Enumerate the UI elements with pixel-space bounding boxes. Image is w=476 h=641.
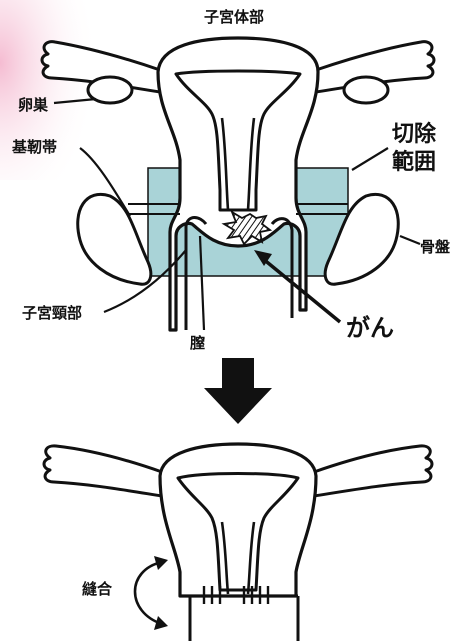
label-vagina: 膣: [190, 332, 205, 353]
label-cervix: 子宮頸部: [22, 302, 82, 323]
bottom-right-tube: [314, 446, 432, 496]
label-pelvis: 骨盤: [420, 236, 450, 257]
label-suture: 縫合: [82, 578, 112, 599]
bottom-left-tube: [44, 446, 162, 496]
down-arrow-icon: [204, 358, 272, 424]
label-uterus-body: 子宮体部: [204, 6, 264, 27]
suture-arrow: [135, 556, 168, 630]
left-pelvis: [78, 194, 151, 284]
right-ovary: [344, 77, 388, 103]
label-cancer: がん: [346, 308, 394, 343]
label-ligament: 基靭帯: [12, 136, 57, 157]
label-resection-2: 範囲: [392, 144, 436, 176]
label-ovary: 卵巣: [18, 94, 48, 115]
